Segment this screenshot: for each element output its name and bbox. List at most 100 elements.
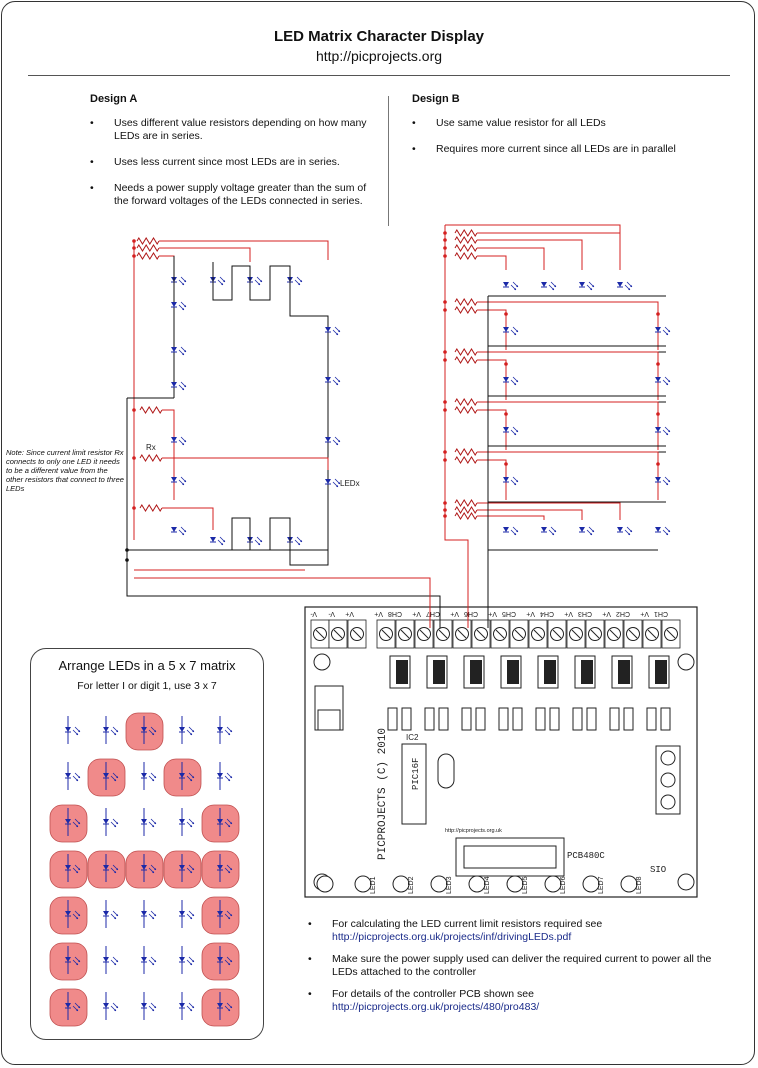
design-divider	[388, 96, 389, 226]
led-rays	[178, 526, 187, 536]
pic-label: PIC16F	[411, 758, 421, 790]
led-diode	[179, 957, 185, 962]
ray-head	[336, 482, 340, 487]
terminal-label: V-	[328, 610, 335, 617]
resistor-pad	[535, 707, 546, 731]
led-rays	[662, 526, 671, 536]
resistor	[454, 348, 478, 356]
led-rays	[217, 536, 226, 546]
led-diode	[179, 773, 185, 778]
led-footprint-label: LED5	[522, 876, 529, 894]
resistor	[139, 454, 163, 462]
led-rays	[586, 281, 595, 291]
resistor	[454, 398, 478, 406]
led-rays	[586, 526, 595, 536]
resistor	[454, 406, 478, 414]
wire	[477, 247, 545, 270]
led-diode	[141, 819, 147, 824]
screw-slot	[419, 629, 429, 639]
ray-head	[190, 868, 194, 873]
led-diode	[141, 773, 147, 778]
led-rays	[332, 478, 341, 488]
led-footprint	[468, 875, 486, 893]
resistor	[454, 236, 478, 244]
ray-head	[76, 960, 80, 965]
ray-head	[666, 330, 670, 335]
led-footprint	[430, 875, 448, 893]
ray-head	[590, 285, 594, 290]
led-diode	[503, 282, 509, 287]
driving-leds-link[interactable]: http://picprojects.org.uk/projects/inf/d…	[332, 931, 572, 943]
resistor	[136, 252, 160, 260]
junction-dot	[132, 408, 136, 412]
ray-head	[190, 1006, 194, 1011]
ray-head	[152, 730, 156, 735]
screw-slot	[533, 629, 543, 639]
led-rays	[548, 281, 557, 291]
ray-head	[182, 480, 186, 485]
wire	[159, 255, 175, 270]
ray-head	[514, 480, 518, 485]
wire	[477, 351, 659, 400]
led-diode	[103, 727, 109, 732]
wire	[477, 409, 507, 450]
led-diode	[65, 957, 71, 962]
terminal-label: V+	[374, 610, 383, 617]
ray-head	[114, 914, 118, 919]
wire	[487, 296, 658, 551]
junction-dot	[656, 312, 660, 316]
led-diode	[655, 377, 661, 382]
ray-head	[514, 330, 518, 335]
ray-head	[190, 776, 194, 781]
transistor-tab	[655, 660, 667, 684]
led-footprint-label: LED3	[446, 876, 453, 894]
led-diode	[541, 282, 547, 287]
ray-head	[298, 280, 302, 285]
ray-head	[666, 530, 670, 535]
resistor-pad	[586, 707, 597, 731]
resistor	[454, 229, 478, 237]
led-rays	[178, 476, 187, 486]
design-b-heading: Design B	[412, 93, 460, 105]
screw-slot	[495, 629, 505, 639]
ray-head	[76, 776, 80, 781]
terminal-label: V+	[526, 610, 535, 617]
ray-head	[182, 350, 186, 355]
design-a-bullet: Uses less current since most LEDs are in…	[90, 156, 382, 169]
transistor-tab	[396, 660, 408, 684]
ray-head	[228, 822, 232, 827]
led-diode	[65, 911, 71, 916]
page-url[interactable]: http://picprojects.org	[315, 48, 443, 64]
led-diode	[179, 865, 185, 870]
ray-head	[114, 1006, 118, 1011]
ray-head	[182, 280, 186, 285]
wire	[162, 409, 175, 500]
led-rays	[294, 276, 303, 286]
led-diode	[503, 377, 509, 382]
ray-head	[152, 776, 156, 781]
rx-note: Note: Since current limit resistor Rx co…	[6, 448, 124, 493]
led-diode	[217, 773, 223, 778]
led-diode	[141, 727, 147, 732]
resistor	[454, 512, 478, 520]
led-diode	[103, 773, 109, 778]
footer-item: For details of the controller PCB shown …	[308, 988, 728, 1014]
led-footprint-label: LED4	[484, 876, 491, 894]
resistor-pad	[609, 707, 620, 731]
ray-head	[552, 530, 556, 535]
mounting-hole	[677, 873, 695, 891]
led-diode	[617, 282, 623, 287]
led-rays	[548, 526, 557, 536]
ray-head	[628, 530, 632, 535]
led-diode	[503, 477, 509, 482]
matrix-subtitle: For letter I or digit 1, use 3 x 7	[77, 680, 217, 692]
ray-head	[190, 914, 194, 919]
pcb-details-link[interactable]: http://picprojects.org.uk/projects/480/p…	[332, 1001, 540, 1013]
ray-head	[76, 914, 80, 919]
led-rays	[662, 326, 671, 336]
transistor-tab	[581, 660, 593, 684]
junction-dot	[132, 506, 136, 510]
led-diode	[210, 537, 216, 542]
led-diode	[503, 327, 509, 332]
